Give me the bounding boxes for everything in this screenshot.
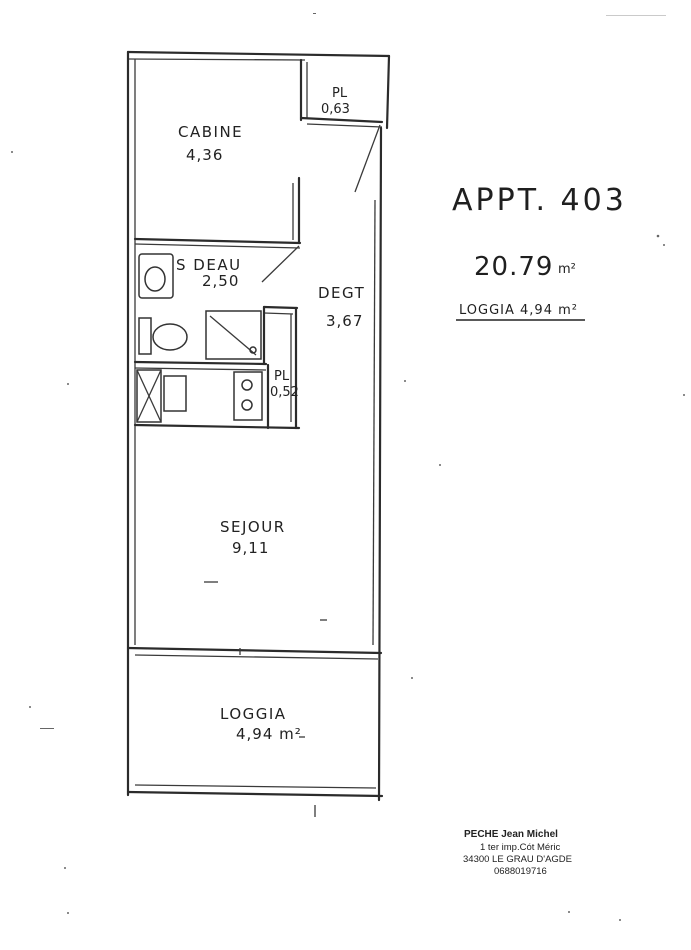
room-label-placard-2: PL <box>274 369 290 384</box>
scan-specks <box>11 13 685 921</box>
room-label-degagement: DEGT <box>318 284 365 302</box>
room-label-cabine: CABINE <box>178 123 243 141</box>
room-area-sejour: 9,11 <box>232 539 269 557</box>
cabine-walls <box>133 58 384 249</box>
room-area-placard-1: 0,63 <box>321 102 350 117</box>
room-label-loggia: LOGGIA <box>220 705 287 723</box>
bathroom <box>133 245 300 371</box>
room-label-placard-1: PL <box>332 86 348 101</box>
room-area-placard-2: 0,52 <box>270 385 299 400</box>
room-area-cabine: 4,36 <box>186 146 223 164</box>
kitchen <box>133 306 301 430</box>
room-label-sejour: SEJOUR <box>220 518 286 536</box>
total-area: 20.79 <box>474 252 553 282</box>
room-label-salle-eau: S DEAU <box>176 256 242 274</box>
apartment-title: APPT. 403 <box>452 183 627 218</box>
loggia-separation <box>126 581 383 817</box>
room-area-loggia: 4,94 m² <box>236 725 302 743</box>
total-area-unit: m² <box>558 262 576 277</box>
outer-walls <box>126 50 391 802</box>
loggia-area-note: LOGGIA 4,94 m² <box>459 303 578 318</box>
contact-address-line-2: 34300 LE GRAU D'AGDE <box>463 854 572 865</box>
contact-phone: 0688019716 <box>494 866 547 877</box>
room-area-salle-eau: 2,50 <box>202 272 239 290</box>
room-area-degagement: 3,67 <box>326 312 363 330</box>
contact-address-line-1: 1 ter imp.Cót Méric <box>480 842 560 853</box>
contact-name: PECHE Jean Michel <box>464 829 558 840</box>
